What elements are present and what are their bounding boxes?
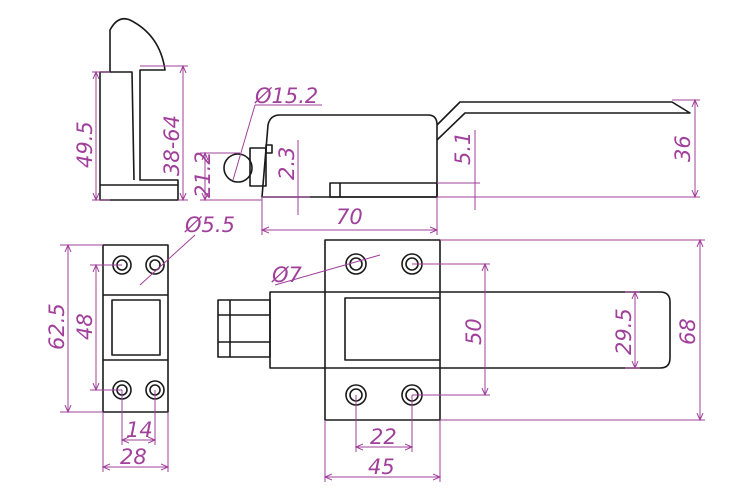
dim-roller-height: 21.2 <box>191 151 215 198</box>
dim-offset-right: 5.1 <box>451 132 475 165</box>
dim-roller-diameter: Ø15.2 <box>254 84 318 108</box>
latch-side-dimensions <box>200 100 700 235</box>
dim-overall-height: 68 <box>676 318 700 345</box>
dim-hole-large: Ø7 <box>271 263 303 287</box>
dim-body-length: 70 <box>336 205 363 229</box>
dim-lever-width: 29.5 <box>612 308 636 355</box>
dim-base-hole-spacing-v: 50 <box>462 318 486 345</box>
dim-strike-width: 28 <box>120 445 147 469</box>
side-dimensions <box>92 66 188 200</box>
dim-base-hole-spacing-h: 22 <box>370 425 397 449</box>
strike-side-view <box>99 17 179 201</box>
dim-side-range: 38-64 <box>160 115 184 176</box>
dim-side-height: 49.5 <box>73 121 97 168</box>
dim-strike-hole-spacing: 48 <box>73 313 97 340</box>
dim-hole-small: Ø5.5 <box>184 213 235 237</box>
dim-offset-small: 2.3 <box>275 147 299 180</box>
strike-front-view <box>102 244 169 413</box>
latch-top-dimensions <box>274 240 705 482</box>
dim-total-height: 36 <box>671 135 695 162</box>
latch-side-view <box>223 101 691 198</box>
dim-base-width: 45 <box>368 455 395 479</box>
strike-front-dimensions <box>60 234 196 472</box>
dim-strike-height: 62.5 <box>45 303 69 350</box>
dim-strike-hole-gap: 14 <box>126 418 153 442</box>
